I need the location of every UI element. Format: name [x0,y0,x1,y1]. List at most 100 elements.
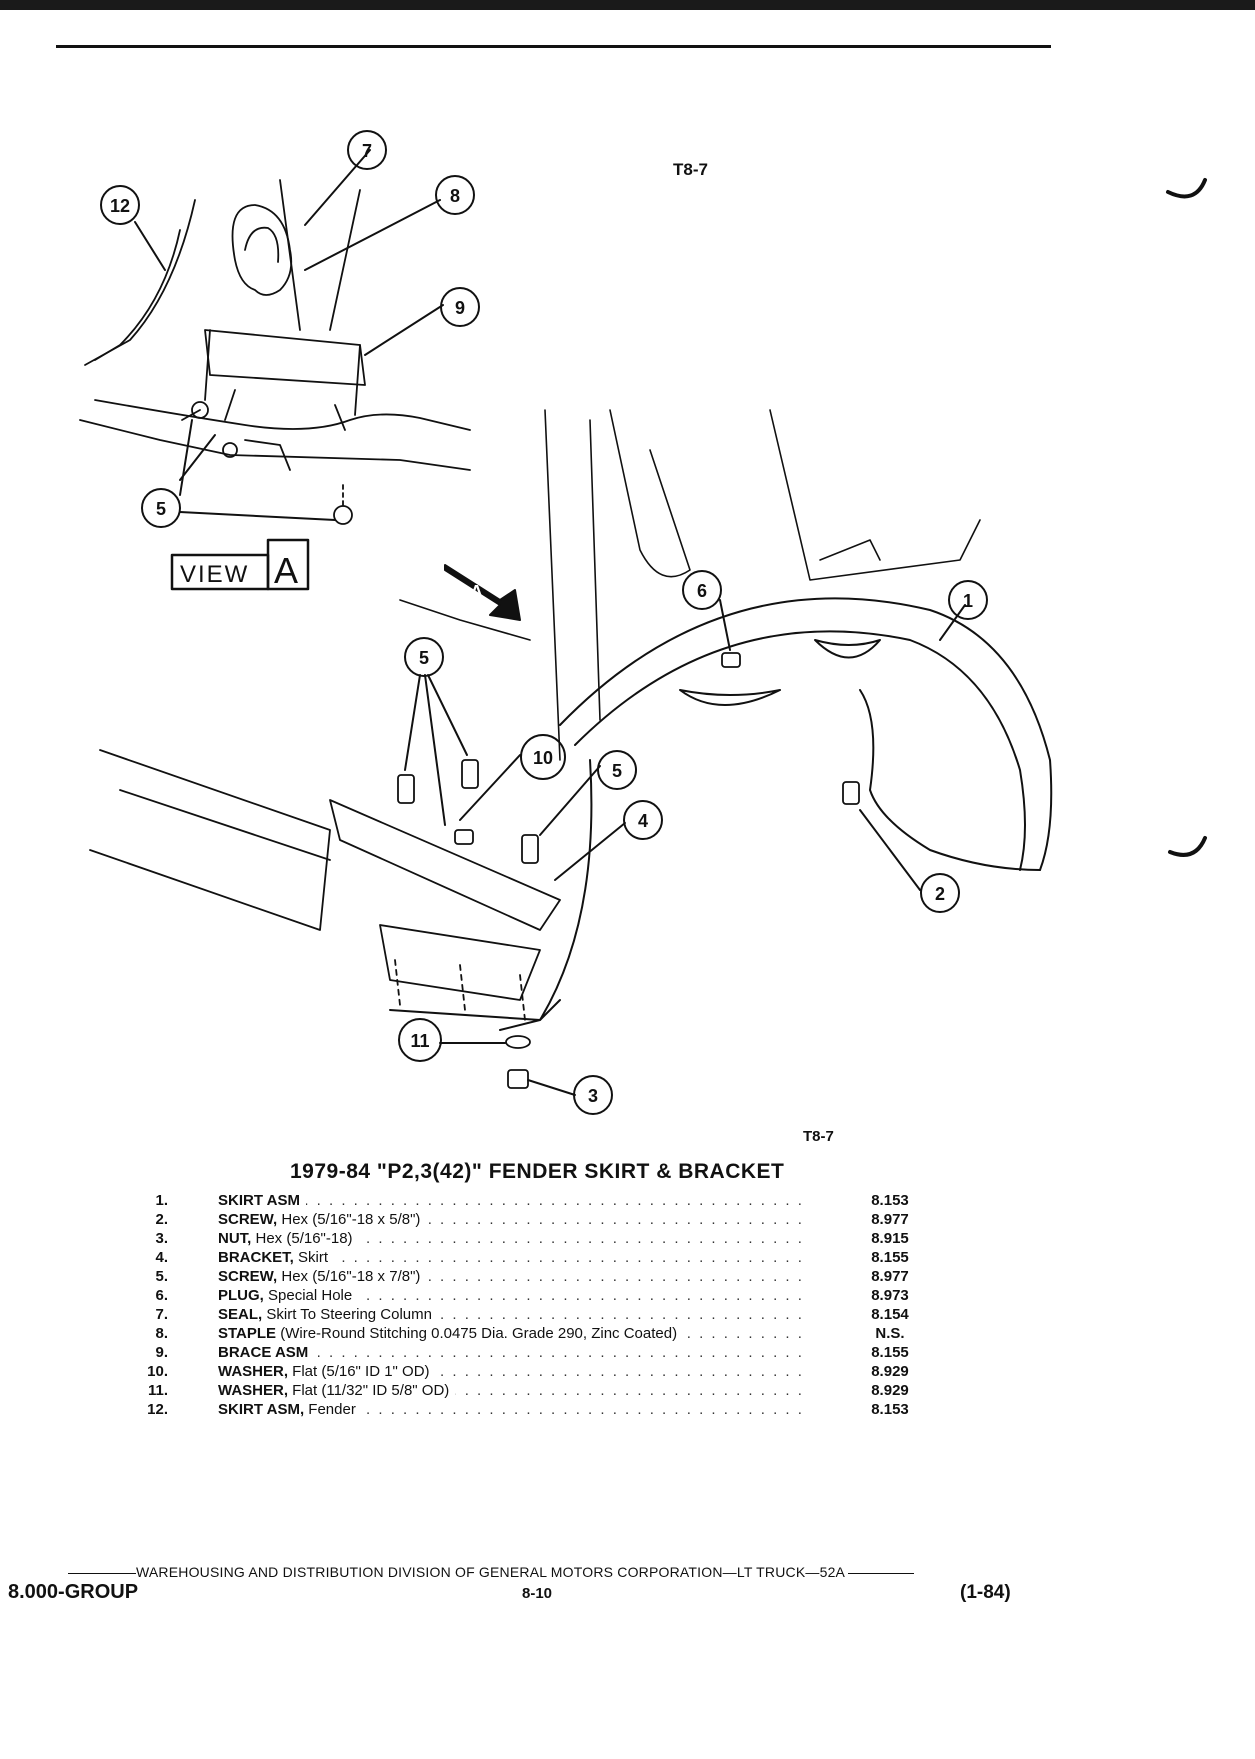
part-reference: 8.929 [871,1363,909,1380]
callout-11: 11 [398,1018,442,1062]
part-name: BRACE ASM [218,1344,309,1361]
footer-page-number: 8-10 [522,1585,553,1602]
part-reference: 8.973 [871,1287,909,1304]
part-description: . . . . . . . . . . . . . . . . . . . . … [218,1382,808,1399]
part-reference: 8.153 [871,1192,909,1209]
part-number: 5. [155,1268,168,1285]
svg-text:1: 1 [963,591,973,611]
part-name: WASHER, [218,1382,289,1399]
callout-3: 3 [573,1075,613,1115]
figure-tag-top: T8-7 [673,160,708,179]
part-number: 2. [155,1211,168,1228]
callouts: 7 8 12 9 5 6 1 5 10 5 4 2 11 3 [100,130,988,1115]
svg-text:5: 5 [612,761,622,781]
exploded-view-diagram: A VIEW A 7 8 12 9 5 6 1 5 10 5 4 2 11 3 [79,130,1207,1115]
lower-bracket [89,749,561,1021]
callout-2: 2 [920,873,960,913]
part-description: . . . . . . . . . . . . . . . . . . . . … [218,1306,808,1323]
part-name: SCREW, [218,1268,278,1285]
callout-10: 10 [520,734,566,780]
header-rule [56,45,1051,48]
leader-lines [134,149,966,1096]
parts-row: 11.. . . . . . . . . . . . . . . . . . .… [128,1381,920,1400]
footer-rule-left [68,1572,136,1574]
parts-row: 3. . . . . . . . . . . . . . . . . . . . … [128,1229,920,1248]
footer-division-text: WAREHOUSING AND DISTRIBUTION DIVISION OF… [136,1564,845,1580]
parts-row: 12.. . . . . . . . . . . . . . . . . . .… [128,1400,920,1419]
part-reference: 8.153 [871,1401,909,1418]
callout-5c: 5 [597,750,637,790]
part-number: 4. [155,1249,168,1266]
part-number: 9. [155,1344,168,1361]
part-number: 3. [155,1230,168,1247]
svg-text:7: 7 [362,141,372,161]
svg-text:11: 11 [410,1031,429,1051]
svg-text:3: 3 [588,1086,598,1106]
part-description: . . . . . . . . . . . . . . . . . . . . … [218,1192,808,1209]
body-structure [399,409,981,761]
part-reference: 8.155 [871,1249,909,1266]
parts-row: 8. . . . . . . . . . . . . . . . . . . . … [128,1324,920,1343]
parts-row: 7. . . . . . . . . . . . . . . . . . . . … [128,1305,920,1324]
part-number: 6. [155,1287,168,1304]
part-reference: 8.155 [871,1344,909,1361]
part-name: SCREW, [218,1211,278,1228]
view-a-label: VIEW A [170,538,310,591]
svg-text:4: 4 [638,811,648,831]
parts-list: 1. . . . . . . . . . . . . . . . . . . . … [128,1191,920,1419]
part-description: . . . . . . . . . . . . . . . . . . . . … [218,1325,808,1342]
part-name: SKIRT ASM [218,1192,300,1209]
edge-mark [1166,178,1207,199]
part-name: SEAL, [218,1306,263,1323]
part-name: STAPLE [218,1325,277,1342]
svg-text:A: A [470,582,483,602]
svg-text:10: 10 [533,748,553,768]
part-name: BRACKET, [218,1249,294,1266]
part-detail: Skirt To Steering Column [262,1306,432,1323]
part-reference: 8.977 [871,1211,909,1228]
edge-mark [1168,836,1207,857]
part-description: . . . . . . . . . . . . . . . . . . . . … [218,1401,808,1418]
part-name: WASHER, [218,1363,289,1380]
part-detail: Flat (11/32" ID 5/8" OD) [288,1382,450,1399]
svg-text:5: 5 [419,648,429,668]
part-description: . . . . . . . . . . . . . . . . . . . . … [218,1287,808,1304]
callout-5a: 5 [141,488,181,528]
svg-text:2: 2 [935,884,945,904]
part-detail: Hex (5/16"-18 x 5/8") [277,1211,421,1228]
part-reference: N.S. [875,1325,905,1342]
parts-row: 6. . . . . . . . . . . . . . . . . . . . … [128,1286,920,1305]
part-number: 7. [155,1306,168,1323]
part-name: PLUG, [218,1287,264,1304]
part-description: . . . . . . . . . . . . . . . . . . . . … [218,1363,808,1380]
svg-text:9: 9 [455,298,465,318]
parts-row: 2.. . . . . . . . . . . . . . . . . . . … [128,1210,920,1229]
part-detail: Hex (5/16"-18 x 7/8") [277,1268,421,1285]
callout-1: 1 [948,580,988,620]
callout-4: 4 [623,800,663,840]
page-title: 1979-84 "P2,3(42)" FENDER SKIRT & BRACKE… [290,1160,785,1183]
part-description: . . . . . . . . . . . . . . . . . . . . … [218,1230,808,1247]
part-number: 8. [155,1325,168,1342]
part-number: 1. [155,1192,168,1209]
part-reference: 8.154 [871,1306,909,1323]
svg-text:5: 5 [156,499,166,519]
part-description: . . . . . . . . . . . . . . . . . . . . … [218,1249,808,1266]
fasteners [397,652,860,1089]
part-detail: Fender [304,1401,356,1418]
parts-row: 4. . . . . . . . . . . . . . . . . . . . … [128,1248,920,1267]
callout-12: 12 [100,185,140,225]
part-name: NUT, [218,1230,252,1247]
parts-row: 9. . . . . . . . . . . . . . . . . . . . … [128,1343,920,1362]
part-detail: (Wire-Round Stitching 0.0475 Dia. Grade … [276,1325,678,1342]
part-name: SKIRT ASM, [218,1401,305,1418]
part-description: . . . . . . . . . . . . . . . . . . . . … [218,1344,808,1361]
svg-text:12: 12 [110,196,130,216]
part-reference: 8.915 [871,1230,909,1247]
view-a-detail [79,179,471,525]
callout-8: 8 [435,175,475,215]
part-detail: Hex (5/16"-18) [251,1230,353,1247]
footer-date: (1-84) [960,1582,1011,1603]
part-number: 10. [147,1363,168,1380]
part-reference: 8.929 [871,1382,909,1399]
